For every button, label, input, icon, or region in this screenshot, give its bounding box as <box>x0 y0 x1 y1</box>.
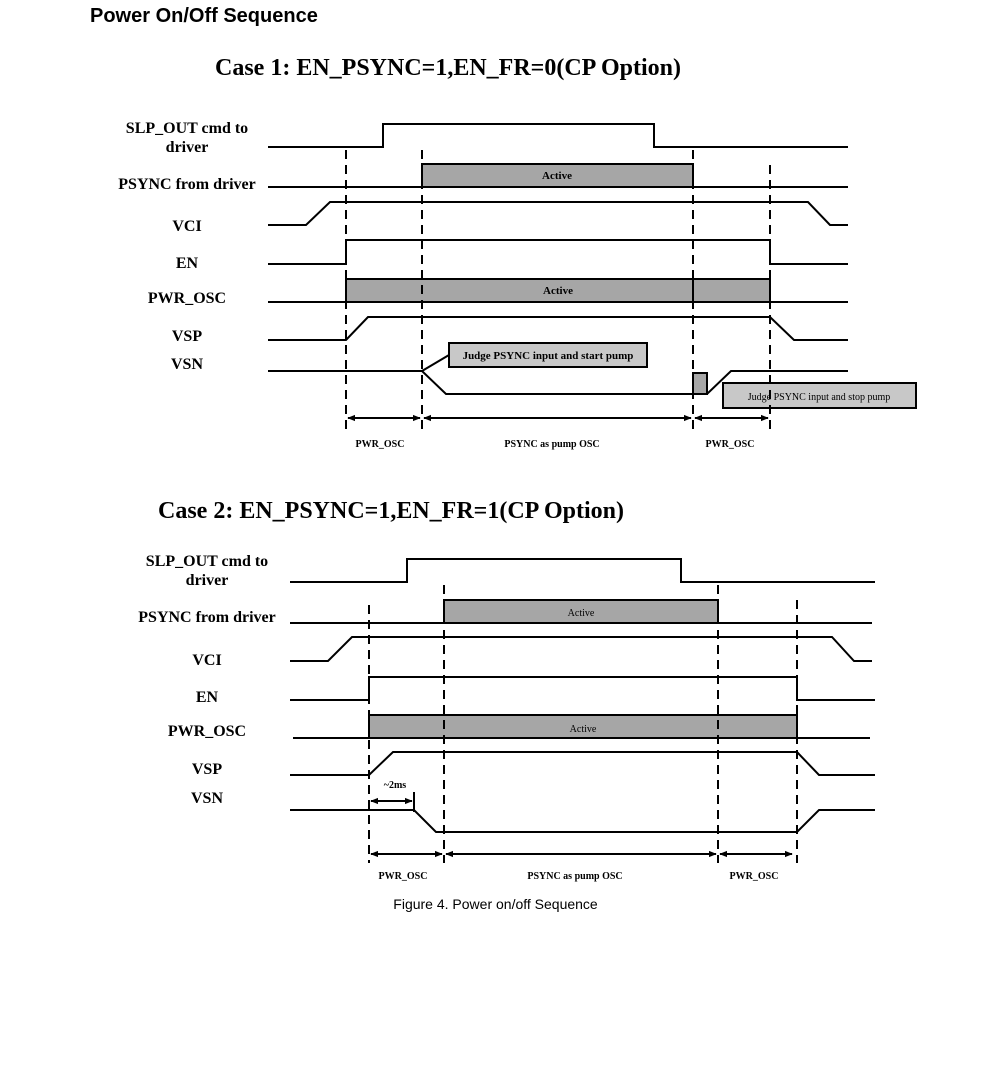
case1-judge-stop-label: Judge PSYNC input and stop pump <box>748 392 891 403</box>
case2-psync-active-box <box>443 599 719 624</box>
case2-title: Case 2: EN_PSYNC=1,EN_FR=1(CP Option) <box>158 498 625 524</box>
case1-wave-en <box>268 239 848 265</box>
case2-delay-label: ~2ms <box>384 780 407 791</box>
case1-label-en: EN <box>176 255 199 272</box>
case1-label-psync: PSYNC from driver <box>118 176 255 193</box>
case1-label-slp-out-2: driver <box>166 139 209 156</box>
case1-judge-start-box <box>448 342 648 368</box>
case1-vsn-small-box <box>692 372 708 395</box>
case2-span-left-label: PWR_OSC <box>379 871 428 882</box>
case1-psync-active-box <box>421 163 694 188</box>
case2-wave-en <box>290 676 875 701</box>
case1-label-vsn: VSN <box>171 356 203 373</box>
case2-label-pwr-osc: PWR_OSC <box>168 723 246 740</box>
case2-label-vsp: VSP <box>192 761 222 778</box>
case1-wave-slp-out <box>268 123 848 148</box>
case1-judge-start-leader <box>421 354 450 372</box>
case2-label-vsn: VSN <box>191 790 223 807</box>
case2-wave-vsn <box>290 809 875 833</box>
page-title: Power On/Off Sequence <box>90 5 318 27</box>
case2-span-right-label: PWR_OSC <box>730 871 779 882</box>
case1-title: Case 1: EN_PSYNC=1,EN_FR=0(CP Option) <box>215 55 682 81</box>
case2-wave-vsp <box>290 751 875 776</box>
figure-caption: Figure 4. Power on/off Sequence <box>393 896 598 912</box>
case1-label-pwr-osc: PWR_OSC <box>148 290 226 307</box>
case1-span-right-label: PWR_OSC <box>706 439 755 450</box>
case1-diagram: SLP_OUT cmd to driver PSYNC from driver … <box>118 120 917 450</box>
case2-span-middle-label: PSYNC as pump OSC <box>527 871 622 882</box>
case1-label-vci: VCI <box>172 218 201 235</box>
case2-label-vci: VCI <box>192 652 221 669</box>
case2-wave-slp-out <box>290 558 875 583</box>
case1-wave-vsp <box>268 316 848 341</box>
case1-label-slp-out-1: SLP_OUT cmd to <box>126 120 248 137</box>
case2-label-en: EN <box>196 689 219 706</box>
case2-label-slp-out-2: driver <box>186 572 229 589</box>
case2-label-psync: PSYNC from driver <box>138 609 275 626</box>
case2-pwr-osc-active-label: Active <box>570 724 597 735</box>
case1-span-middle-label: PSYNC as pump OSC <box>504 439 599 450</box>
case2-psync-active-label: Active <box>568 608 595 619</box>
case1-span-left-label: PWR_OSC <box>356 439 405 450</box>
case1-pwr-osc-active-label: Active <box>543 285 573 297</box>
case2-label-slp-out-1: SLP_OUT cmd to <box>146 553 268 570</box>
case1-label-vsp: VSP <box>172 328 202 345</box>
case2-diagram: SLP_OUT cmd to driver PSYNC from driver … <box>138 553 875 882</box>
case1-wave-vci <box>268 201 848 226</box>
case1-judge-start-label: Judge PSYNC input and start pump <box>463 350 634 362</box>
case2-wave-vci <box>290 636 872 662</box>
case1-psync-active-label: Active <box>542 170 572 182</box>
case1-judge-stop-box <box>722 382 917 409</box>
